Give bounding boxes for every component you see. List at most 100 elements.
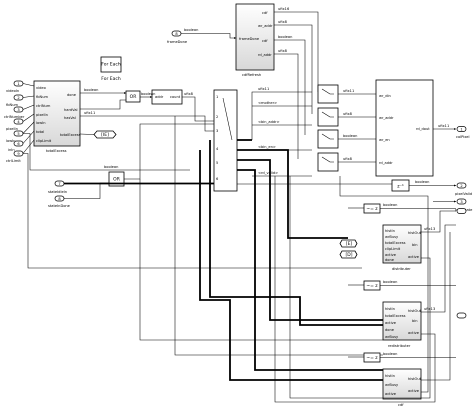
port-label: active (408, 389, 420, 393)
wire-label: ufix8 (343, 157, 353, 161)
inport-6-number: 6 (17, 142, 20, 146)
compare-label: ~= z (366, 207, 378, 212)
port-label: wrBusy (385, 335, 399, 339)
wire-label: <rd_valid> (258, 171, 278, 175)
or-2-label: OR (113, 177, 120, 183)
distributer-subsystem[interactable]: histIn wrBusy totalExcess clipLimit acti… (382, 224, 422, 271)
wire-label: <mother> (258, 101, 277, 105)
switch-block-4[interactable] (317, 152, 339, 172)
block-name: totalExcess (46, 149, 67, 153)
switch-port: 3 (216, 129, 218, 133)
outport-ufix13-terminal[interactable] (456, 208, 467, 214)
switch-block-2[interactable] (317, 107, 339, 127)
port-label: lowIn (36, 121, 45, 125)
inport-wires (22, 83, 362, 269)
unit-delay-block[interactable]: z⁻¹ (391, 179, 410, 192)
port-label: totalExcess (60, 133, 81, 137)
wire-label: boolean (383, 280, 397, 284)
inport-2-label: fbNum (6, 103, 19, 107)
port-label: rd_dout (416, 127, 430, 131)
port-label: ctrlNum (36, 104, 51, 108)
wire-label: boolean (104, 165, 118, 169)
port-label: active (385, 253, 397, 257)
totalExcess-subsystem[interactable]: video fbNum ctrlNum pixelIn lowIn total … (33, 80, 81, 153)
port-label: histIn (385, 307, 395, 311)
inport-6-label: inIn (8, 148, 15, 152)
switch-to-ram-wires: ufix11 ufix8 boolean ufix8 (338, 89, 376, 163)
wire-label: <bin_en> (258, 145, 276, 149)
switch-port: 1 (216, 95, 218, 99)
wire-label: boolean (343, 134, 357, 138)
port-label: totalExcess (385, 314, 406, 318)
port-label: histOut (408, 309, 422, 313)
block-name: cdf (398, 403, 404, 407)
switch-block-1[interactable] (317, 84, 339, 104)
for-each-block[interactable]: For Each For Each (100, 56, 122, 82)
port-label: histOut (408, 231, 422, 235)
port-label: wr_addr (379, 116, 394, 120)
outport-1-number: 1 (460, 127, 462, 131)
wire-label: ufix11 (258, 87, 269, 91)
goto-e[interactable]: [E] (339, 239, 358, 248)
port-label: wr_din (379, 94, 391, 98)
inport-9[interactable]: 9 ctrlLimit (6, 150, 24, 163)
or-gate-1[interactable]: OR (125, 90, 141, 103)
port-label: fbNum (36, 95, 49, 99)
compare-block-2[interactable]: ~= z (363, 280, 381, 291)
port-label: clipLimit (385, 247, 401, 251)
count-label: count (170, 95, 181, 99)
wire-label: ufix11 (343, 89, 354, 93)
port-label: active (408, 331, 420, 335)
for-each-label: For Each (101, 62, 121, 68)
switch-block-3[interactable] (317, 129, 339, 149)
inport-3[interactable]: 3 ctrlNumber (4, 106, 25, 119)
addr-label: addr (155, 95, 164, 99)
wire-label: boolean (383, 352, 397, 356)
inport-8-frame[interactable]: 8 frameDone (167, 30, 188, 44)
inport-2[interactable]: 2 fbNum (6, 94, 24, 107)
port-label: totalExcess (385, 241, 406, 245)
block-name: redistributer (388, 344, 411, 348)
inport-1-number: 1 (17, 82, 19, 86)
multiport-switch[interactable]: 1 2 3 4 5 6 (213, 89, 238, 192)
delay-label: z⁻¹ (397, 185, 404, 190)
inport-4[interactable]: 4 pixelIn (6, 118, 24, 131)
outport-2[interactable]: 2 pixelValid (455, 182, 472, 196)
switch-port: 4 (216, 147, 219, 151)
redistributer-subsystem[interactable]: histIn totalExcess active done wrBusy hi… (382, 301, 422, 348)
compare-label: ~= z (366, 284, 378, 289)
outport-1[interactable]: 1 colPixel (456, 126, 470, 140)
port-label: histIn (385, 374, 395, 378)
port-label: wrBusy (385, 235, 399, 239)
compare-block-3[interactable]: ~= z (363, 352, 381, 363)
goto-d[interactable]: [D] (339, 250, 358, 259)
inport-9-label: ctrlLimit (6, 159, 21, 163)
feedback-wires: boolean boolean boolean ufix13 ufix13 (274, 176, 456, 403)
inport-3-label: ctrlNumber (4, 115, 25, 119)
cdfRefresh-subsystem[interactable]: frameDone cdf wr_addr cdf rd_addr cdfRef… (235, 3, 275, 77)
goto-ie[interactable]: [IE] (93, 130, 117, 139)
inport-4-number: 4 (17, 120, 20, 124)
port-label: clipLimit (36, 139, 52, 143)
dual-port-ram-block[interactable]: wr_din wr_addr wr_en rd_addr rd_dout (375, 79, 434, 177)
port-label: active (385, 392, 397, 396)
counter-block[interactable]: addr count (151, 89, 183, 105)
cdf-out-wires: ufix16 ufix8 boolean ufix8 (274, 7, 319, 159)
inport-7-label: stateIdleIn (48, 190, 67, 194)
port-label: done (385, 258, 395, 262)
wire-label: ufix8 (184, 92, 194, 96)
thick-bus-lines (139, 116, 383, 381)
inport-1[interactable]: 1 videoIn (6, 80, 24, 93)
port-label: done (67, 93, 77, 97)
port-label: rd_addr (258, 53, 272, 57)
inport-2-number: 2 (17, 96, 19, 100)
inport-8-state[interactable]: 8 stateInDone (48, 195, 71, 208)
wire-label: ufix13 (424, 307, 435, 311)
compare-block-1[interactable]: ~= z (363, 203, 381, 214)
cdf-subsystem[interactable]: histIn wrBusy active histOut active cdf (382, 368, 422, 407)
outport-ufix13-terminal-2[interactable] (456, 312, 467, 319)
port-label: video (36, 86, 46, 90)
inport-8-state-number: 8 (58, 197, 61, 201)
port-label: cdf (262, 39, 268, 43)
